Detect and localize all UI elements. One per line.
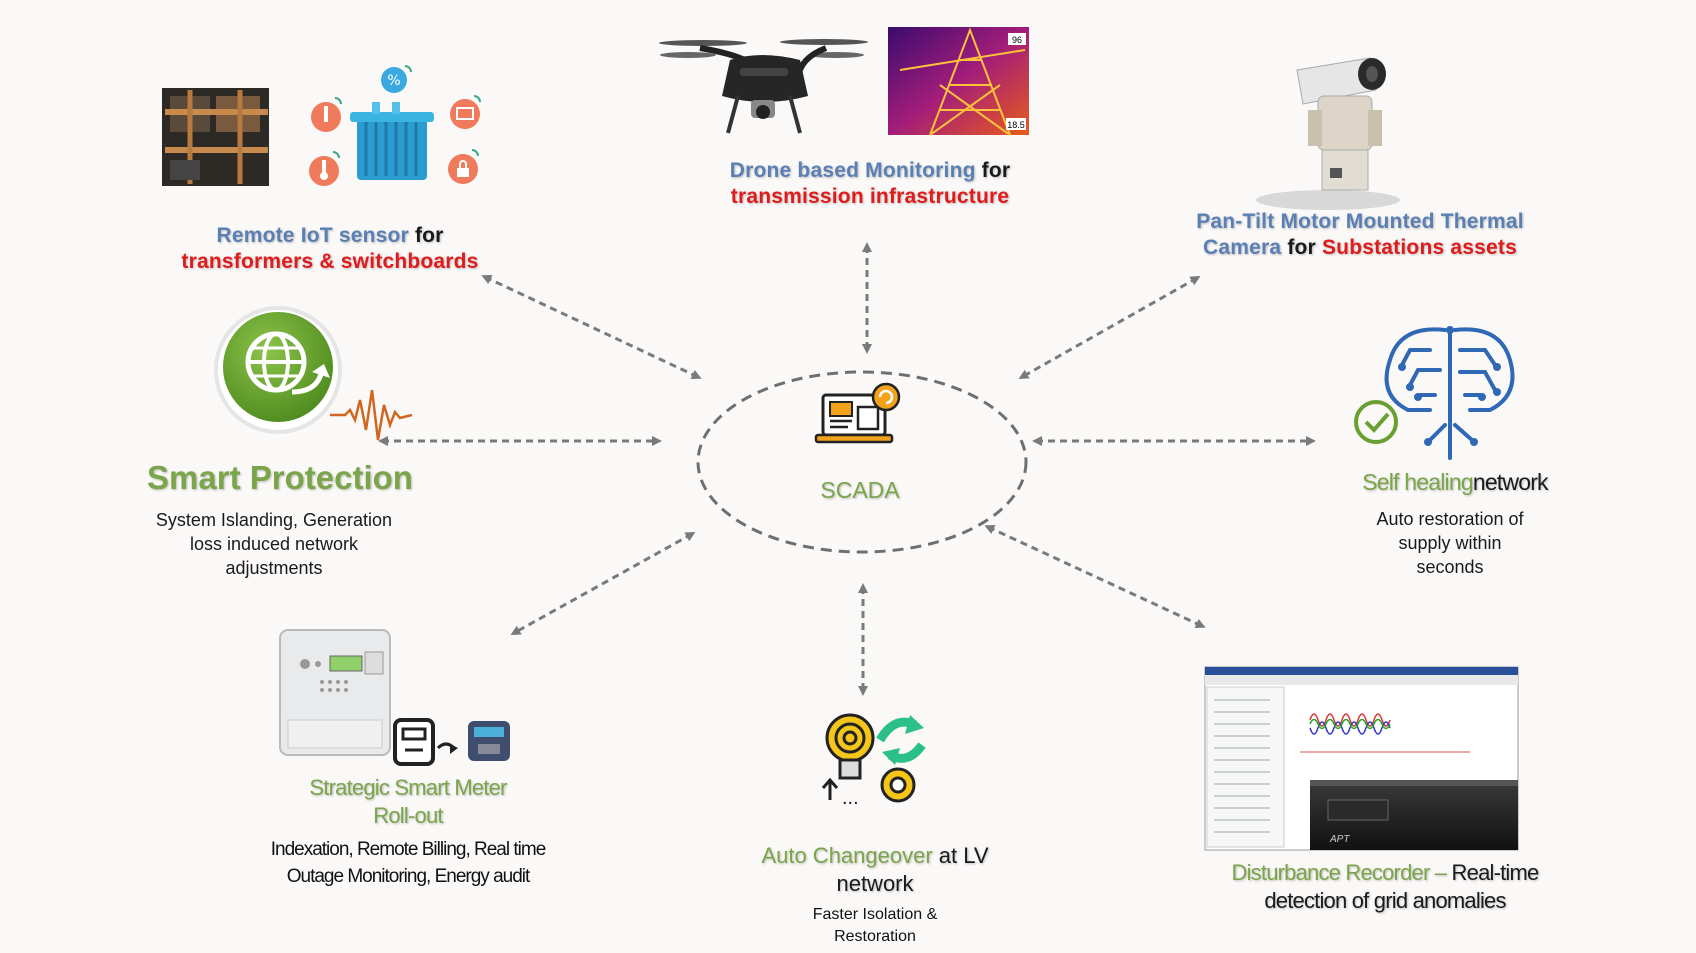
recorder-title: Disturbance Recorder – Real-time detecti… (1170, 859, 1600, 915)
scada-label: SCADA (790, 476, 930, 504)
selfheal-desc-line-1: Auto restoration of (1376, 509, 1524, 529)
meter-desc: Indexation, Remote Billing, Real time Ou… (238, 836, 578, 890)
circuit-dots (1398, 326, 1501, 446)
changeover-desc-line-1: Faster Isolation & (812, 906, 938, 923)
iot-title: Remote IoT sensor for transformers & swi… (150, 223, 510, 275)
recorder-title-line-2: detection of grid anomalies (1264, 888, 1506, 913)
thermal-readout-top: 96 (1012, 35, 1022, 45)
pan-tilt-camera-icon (1256, 57, 1400, 210)
protection-desc: System Islanding, Generation loss induce… (124, 508, 424, 580)
smart-meter-icon (279, 629, 510, 766)
thermal-title: Pan-Tilt Motor Mounted Thermal Camera fo… (1160, 209, 1560, 261)
scada-laptop-icon (814, 382, 901, 444)
scada-label-text: SCADA (820, 477, 900, 503)
thermal-image-photo: 96 18.5 (888, 27, 1029, 136)
selfheal-title: Self healingnetwork (1320, 468, 1590, 496)
transformer-icon (350, 102, 434, 180)
meter-desc-line-2: Outage Monitoring, Energy audit (286, 866, 531, 887)
drone-title: Drone based Monitoring for transmission … (680, 158, 1060, 210)
drone-title-red: transmission infrastructure (730, 185, 1010, 208)
gauge-sensor-icon (450, 99, 480, 129)
thermal-readout-bottom: 18.5 (1007, 120, 1025, 130)
selfheal-title-green: Self healing (1362, 469, 1473, 495)
switchboard-photo (162, 88, 269, 186)
arrow-iot (481, 275, 702, 379)
iot-title-blue: Remote IoT sensor (216, 224, 409, 247)
drone-icon (659, 39, 868, 134)
protection-desc-line-1: System Islanding, Generation (155, 510, 393, 530)
changeover-desc-line-2: Restoration (834, 928, 916, 945)
meter-title-line-1: Strategic Smart Meter (309, 775, 507, 800)
arrow-recorder (984, 524, 1206, 629)
thermal-title-red: Substations assets (1321, 236, 1517, 259)
protection-title: Smart Protection (147, 459, 413, 496)
changeover-title-black: at LV (938, 843, 989, 868)
meter-title: Strategic Smart Meter Roll-out (258, 774, 558, 830)
changeover-desc: Faster Isolation & Restoration (760, 904, 990, 948)
self-healing-brain-icon (1384, 327, 1515, 460)
selfheal-desc: Auto restoration of supply within second… (1330, 507, 1570, 579)
recorder-title-green: Disturbance Recorder – (1231, 860, 1448, 885)
auto-changeover-icon: ... (821, 713, 926, 809)
changeover-title: Auto Changeover at LV network (720, 842, 1030, 898)
iot-title-red: transformers & switchboards (181, 250, 479, 273)
changeover-title-green: Auto Changeover (761, 843, 933, 868)
selfheal-desc-line-3: seconds (1416, 557, 1484, 577)
arrow-thermal (1018, 276, 1201, 379)
humidity-sensor-icon (381, 67, 407, 93)
svg-text:APT: APT (1329, 834, 1350, 845)
check-icon (1354, 400, 1398, 444)
smart-protection-globe-icon (214, 306, 342, 434)
changeover-title-line-2: network (836, 871, 914, 896)
drone-title-joiner: for (981, 159, 1011, 182)
protection-desc-line-2: loss induced network (189, 534, 359, 554)
svg-text:%: % (387, 73, 400, 89)
drone-title-blue: Drone based Monitoring (729, 159, 976, 182)
svg-text:...: ... (842, 787, 859, 809)
thermal-title-blue-1: Pan-Tilt Motor Mounted Thermal (1196, 210, 1524, 233)
iot-title-joiner: for (414, 224, 444, 247)
thermal-title-joiner: for (1287, 236, 1316, 259)
arrow-meter (510, 532, 696, 635)
sensor-bubbles: % (309, 65, 481, 186)
recorder-title-black: Real-time (1451, 860, 1540, 885)
selfheal-desc-line-2: supply within (1398, 533, 1502, 553)
meter-desc-line-1: Indexation, Remote Billing, Real time (270, 839, 547, 860)
disturbance-recorder-screenshot: APT (1204, 666, 1519, 851)
waveform-icon (330, 389, 413, 441)
scada-ellipse (696, 370, 1028, 554)
meter-title-line-2: Roll-out (373, 803, 443, 828)
selfheal-title-black: network (1472, 469, 1549, 495)
protection-desc-line-3: adjustments (225, 558, 323, 578)
thermal-title-blue-2: Camera (1203, 236, 1282, 259)
connector-arrows (378, 242, 1316, 696)
